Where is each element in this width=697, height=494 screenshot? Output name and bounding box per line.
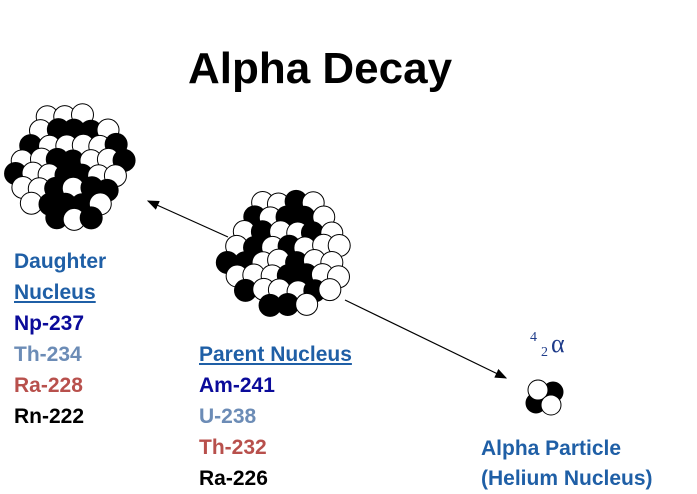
daughter-isotope: Th-234 (14, 343, 82, 366)
proton (79, 206, 103, 230)
alpha-mass-number: 4 (530, 330, 537, 345)
alpha-particle (525, 379, 564, 416)
parent-heading: Parent Nucleus (199, 343, 352, 366)
parent-isotope: Am-241 (199, 374, 275, 397)
parent-isotope: Ra-226 (199, 467, 268, 490)
neutron (527, 379, 549, 401)
daughter-heading-line2: Nucleus (14, 281, 96, 304)
daughter-isotope: Ra-228 (14, 374, 83, 397)
neutron (295, 292, 319, 316)
alpha-symbol: α (551, 329, 565, 358)
neutron (540, 394, 562, 416)
alpha-atomic-number: 2 (541, 345, 548, 360)
neutron (318, 278, 342, 302)
arrow-to-daughter (146, 200, 229, 238)
daughter-nucleus (4, 103, 136, 231)
alpha-heading-line1: Alpha Particle (481, 437, 622, 460)
alpha-heading-line2: (Helium Nucleus) (481, 467, 653, 490)
parent-isotope: U-238 (199, 405, 257, 428)
daughter-heading-line1: Daughter (14, 250, 107, 273)
daughter-isotope: Np-237 (14, 312, 85, 335)
parent-isotope: Th-232 (199, 436, 267, 459)
daughter-isotope: Rn-222 (14, 405, 85, 428)
diagram-title: Alpha Decay (187, 44, 453, 93)
parent-nucleus (215, 189, 351, 317)
arrow-to-alpha (344, 299, 508, 379)
